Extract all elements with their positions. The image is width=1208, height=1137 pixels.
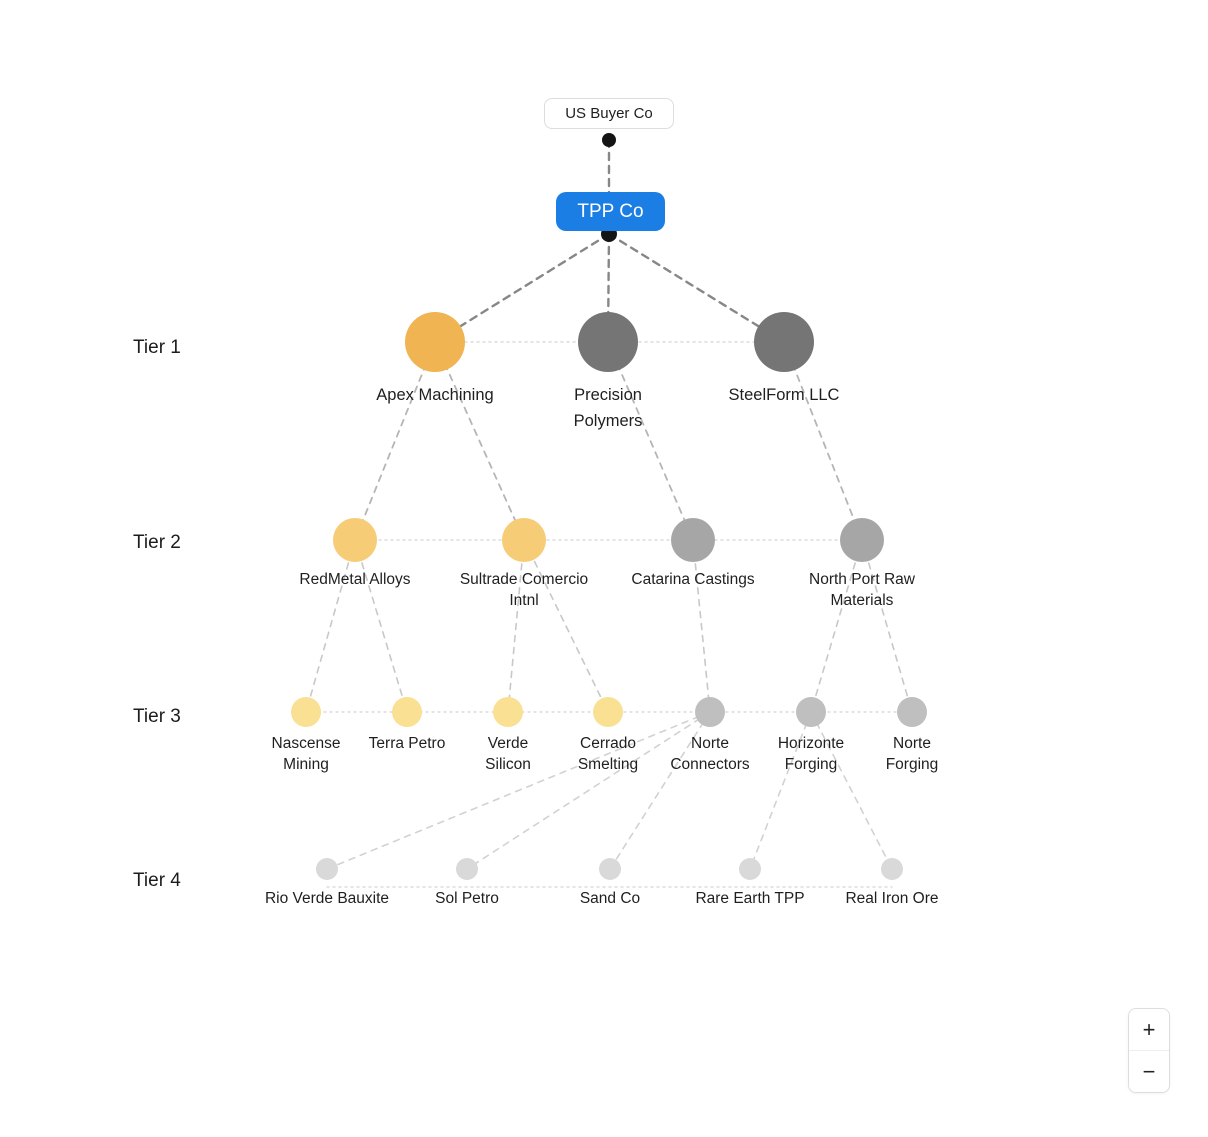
- node-label-real-iron-ore: Real Iron Ore: [845, 890, 939, 907]
- node-label-horizonte-forging: Horizonte Forging: [777, 735, 845, 773]
- node-precision-polymers[interactable]: [578, 312, 638, 372]
- buyer-node-label: US Buyer Co: [565, 105, 653, 122]
- node-north-port-raw[interactable]: [840, 518, 884, 562]
- supplier-edge: [692, 539, 711, 713]
- tier-label-3: Tier 3: [133, 706, 181, 727]
- supplier-edge: [466, 711, 711, 870]
- supplier-edge: [607, 232, 786, 344]
- node-label-sand-co: Sand Co: [579, 890, 641, 907]
- tpp-node[interactable]: TPP Co: [556, 192, 665, 231]
- node-sand-co[interactable]: [599, 858, 621, 880]
- node-label-precision-polymers: Precision Polymers: [573, 386, 643, 430]
- node-real-iron-ore[interactable]: [881, 858, 903, 880]
- tpp-node-label: TPP Co: [577, 200, 644, 222]
- node-label-cerrado-smelting: Cerrado Smelting: [577, 735, 639, 773]
- supplier-edge: [861, 539, 913, 713]
- node-label-steelform-llc: SteelForm LLC: [728, 386, 840, 404]
- supplier-edge: [305, 539, 356, 713]
- node-label-nascense-mining: Nascense Mining: [271, 735, 341, 773]
- supplier-edge: [433, 232, 611, 344]
- node-horizonte-forging[interactable]: [796, 697, 826, 727]
- supplier-edge: [749, 711, 812, 870]
- node-label-terra-petro: Terra Petro: [368, 735, 446, 752]
- supplier-edge: [507, 539, 525, 713]
- node-label-rare-earth-tpp: Rare Earth TPP: [695, 890, 805, 907]
- node-terra-petro[interactable]: [392, 697, 422, 727]
- node-sol-petro[interactable]: [456, 858, 478, 880]
- node-norte-forging[interactable]: [897, 697, 927, 727]
- node-cerrado-smelting[interactable]: [593, 697, 623, 727]
- node-sultrade-comercio[interactable]: [502, 518, 546, 562]
- zoom-out-button[interactable]: −: [1129, 1051, 1169, 1092]
- node-redmetal-alloys[interactable]: [333, 518, 377, 562]
- node-rare-earth-tpp[interactable]: [739, 858, 761, 880]
- node-steelform-llc[interactable]: [754, 312, 814, 372]
- node-label-apex-machining: Apex Machining: [376, 386, 494, 404]
- connector-dot-dot1: [602, 133, 616, 147]
- tier-label-1: Tier 1: [133, 337, 181, 358]
- zoom-divider: [1129, 1050, 1169, 1051]
- node-verde-silicon[interactable]: [493, 697, 523, 727]
- node-label-north-port-raw: North Port Raw Materials: [809, 571, 915, 609]
- zoom-in-button[interactable]: +: [1129, 1009, 1169, 1050]
- zoom-controls: + −: [1128, 1008, 1170, 1093]
- supplier-edge: [810, 539, 863, 713]
- node-label-verde-silicon: Verde Silicon: [485, 735, 531, 773]
- supplier-edge: [354, 539, 408, 713]
- supplier-edge: [434, 341, 525, 541]
- node-label-catarina-castings: Catarina Castings: [631, 571, 755, 588]
- supplier-edge: [607, 341, 694, 541]
- node-apex-machining[interactable]: [405, 312, 465, 372]
- node-nascense-mining[interactable]: [291, 697, 321, 727]
- node-label-norte-connectors: Norte Connectors: [670, 735, 750, 773]
- node-label-sol-petro: Sol Petro: [435, 890, 499, 907]
- supplier-edge: [354, 341, 436, 541]
- supplier-edge: [810, 711, 893, 870]
- supplier-edge: [783, 341, 863, 541]
- buyer-node[interactable]: US Buyer Co: [544, 98, 674, 129]
- node-catarina-castings[interactable]: [671, 518, 715, 562]
- node-label-norte-forging: Norte Forging: [885, 735, 939, 773]
- node-norte-connectors[interactable]: [695, 697, 725, 727]
- supplier-edge: [326, 711, 711, 870]
- node-label-sultrade-comercio: Sultrade Comercio Intnl: [459, 571, 589, 609]
- tier-label-2: Tier 2: [133, 532, 181, 553]
- node-label-rio-verde-bauxite: Rio Verde Bauxite: [264, 890, 390, 907]
- node-rio-verde-bauxite[interactable]: [316, 858, 338, 880]
- supplier-edge: [523, 539, 609, 713]
- node-label-redmetal-alloys: RedMetal Alloys: [299, 571, 411, 588]
- tier-label-4: Tier 4: [133, 870, 181, 891]
